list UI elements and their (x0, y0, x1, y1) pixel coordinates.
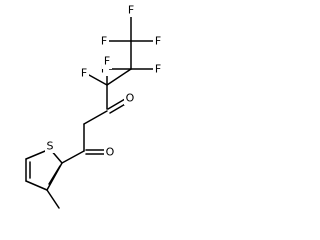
svg-text:F: F (104, 55, 110, 68)
atom-o1: O (124, 92, 135, 105)
atom-s1: S (45, 140, 56, 153)
atom-f6: F (102, 55, 112, 69)
atom-f7: F (79, 67, 89, 80)
bond-c5-c4 (106, 68, 132, 86)
bond-ring-c4-c3 (25, 180, 48, 191)
svg-text:O: O (106, 146, 115, 159)
bond-methyl (46, 189, 60, 209)
svg-text:O: O (126, 92, 135, 105)
svg-text:F: F (81, 67, 87, 80)
atom-o2: O (104, 145, 115, 159)
svg-text:F: F (128, 4, 134, 17)
svg-text:F: F (155, 63, 161, 76)
atom-f2: F (153, 35, 163, 48)
svg-text:F: F (155, 35, 161, 48)
bond-c3-c2 (83, 110, 108, 125)
bond-c1-thiophene (61, 150, 85, 164)
atom-f1: F (126, 4, 136, 17)
svg-text:F: F (101, 35, 107, 48)
molecule-canvas: F F F F F F F O O S (25, 4, 163, 209)
structure-diagram: F F F F F F F O O S (25, 4, 163, 209)
svg-text:S: S (47, 140, 54, 153)
atom-f3: F (99, 35, 109, 48)
bond-ring-c3-c2-inner (48, 165, 61, 185)
bond-c3-o-double-a (107, 98, 126, 110)
atom-f4: F (153, 63, 163, 76)
bond-c4-f-left (88, 74, 108, 86)
